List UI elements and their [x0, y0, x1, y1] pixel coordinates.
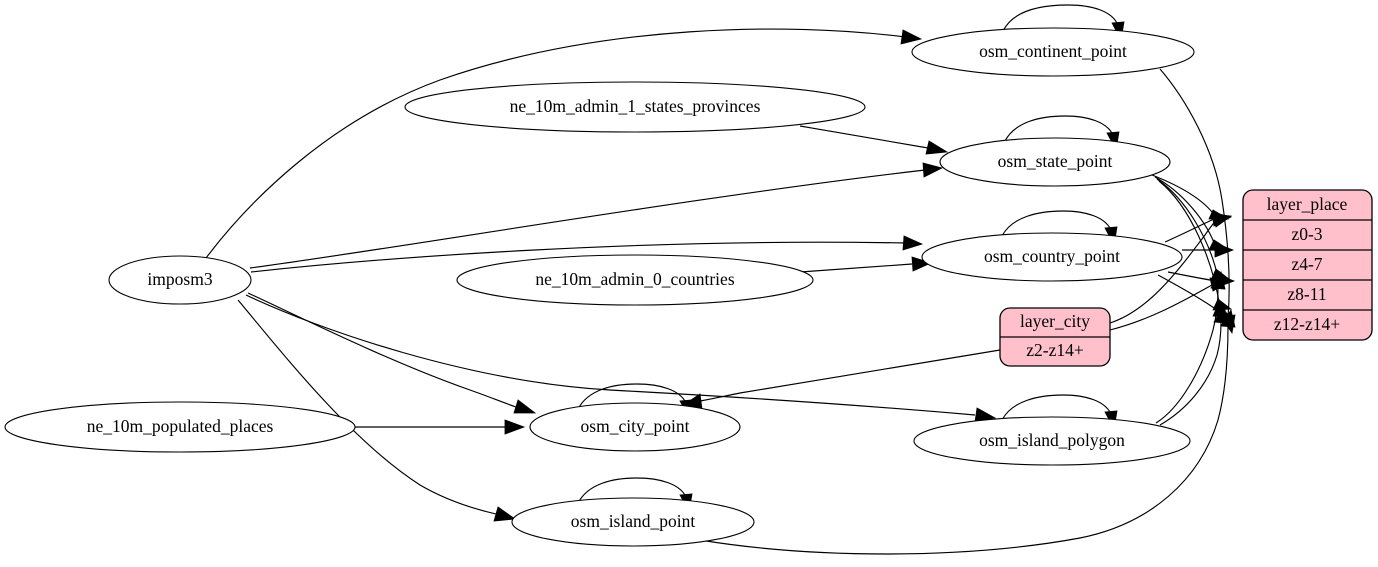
edge-osm_country_point-to-layer_place-z4_7: [1182, 242, 1235, 258]
node-imposm3[interactable]: imposm3: [108, 255, 252, 305]
node-osm_city_point[interactable]: osm_city_point: [529, 402, 741, 452]
node-shape-osm_continent_point[interactable]: [911, 27, 1195, 77]
edge-ne_10m_admin_0_countries-to-osm_country_point: [799, 256, 933, 273]
edge-imposm3-to-osm_state_point: [249, 162, 944, 269]
edge-imposm3-to-osm_city_point: [247, 292, 537, 414]
node-shape-osm_country_point[interactable]: [921, 232, 1183, 282]
record-box-layer_place[interactable]: [1242, 189, 1373, 341]
node-shape-osm_state_point[interactable]: [939, 137, 1171, 187]
edge-layer_city-to-layer_place-z0_3: [1109, 213, 1233, 324]
node-shape-osm_island_polygon[interactable]: [913, 416, 1191, 466]
node-shape-osm_city_point[interactable]: [529, 402, 741, 452]
edge-layer_city-to-osm_city_point: [680, 349, 1001, 410]
node-shape-imposm3[interactable]: [108, 255, 252, 305]
edge-ne_10m_admin_1_states_provinces-to-osm_state_point: [799, 125, 949, 155]
node-ne_10m_admin_1_states_provinces[interactable]: ne_10m_admin_1_states_provinces: [404, 81, 866, 133]
node-ne_10m_populated_places[interactable]: ne_10m_populated_places: [4, 401, 356, 453]
node-osm_continent_point[interactable]: osm_continent_point: [911, 27, 1195, 77]
node-shape-osm_island_point[interactable]: [511, 497, 755, 547]
node-shape-ne_10m_admin_1_states_provinces[interactable]: [404, 81, 866, 133]
node-ne_10m_admin_0_countries[interactable]: ne_10m_admin_0_countries: [456, 254, 814, 306]
node-osm_island_polygon[interactable]: osm_island_polygon: [913, 416, 1191, 466]
edge-osm_island_polygon-to-layer_place-z8_11: [1155, 270, 1226, 424]
record-node-layer_place[interactable]: layer_place z0-3 z4-7 z8-11 z12-z14+: [1242, 189, 1373, 341]
edge-osm_island_point-to-layer_place-z12: [699, 308, 1236, 555]
edge-ne_10m_populated_places-to-osm_city_point: [355, 419, 526, 435]
edge-imposm3-to-osm_island_polygon: [245, 294, 997, 423]
edge-osm_island_polygon-to-layer_place-z12: [1159, 304, 1229, 426]
node-osm_country_point[interactable]: osm_country_point: [921, 232, 1183, 282]
edge-imposm3-to-osm_country_point: [250, 235, 924, 273]
edge-imposm3-to-osm_continent_point: [205, 28, 923, 259]
node-shape-ne_10m_populated_places[interactable]: [4, 401, 356, 453]
node-layer: imposm3 ne_10m_populated_places ne_10m_a…: [4, 27, 1373, 547]
edge-layer: [205, 4, 1236, 555]
node-osm_island_point[interactable]: osm_island_point: [511, 497, 755, 547]
record-node-layer_city[interactable]: layer_city z2-z14+: [999, 307, 1111, 367]
node-shape-ne_10m_admin_0_countries[interactable]: [456, 254, 814, 306]
edge-imposm3-to-osm_island_point: [237, 299, 517, 522]
node-osm_state_point[interactable]: osm_state_point: [939, 137, 1171, 187]
